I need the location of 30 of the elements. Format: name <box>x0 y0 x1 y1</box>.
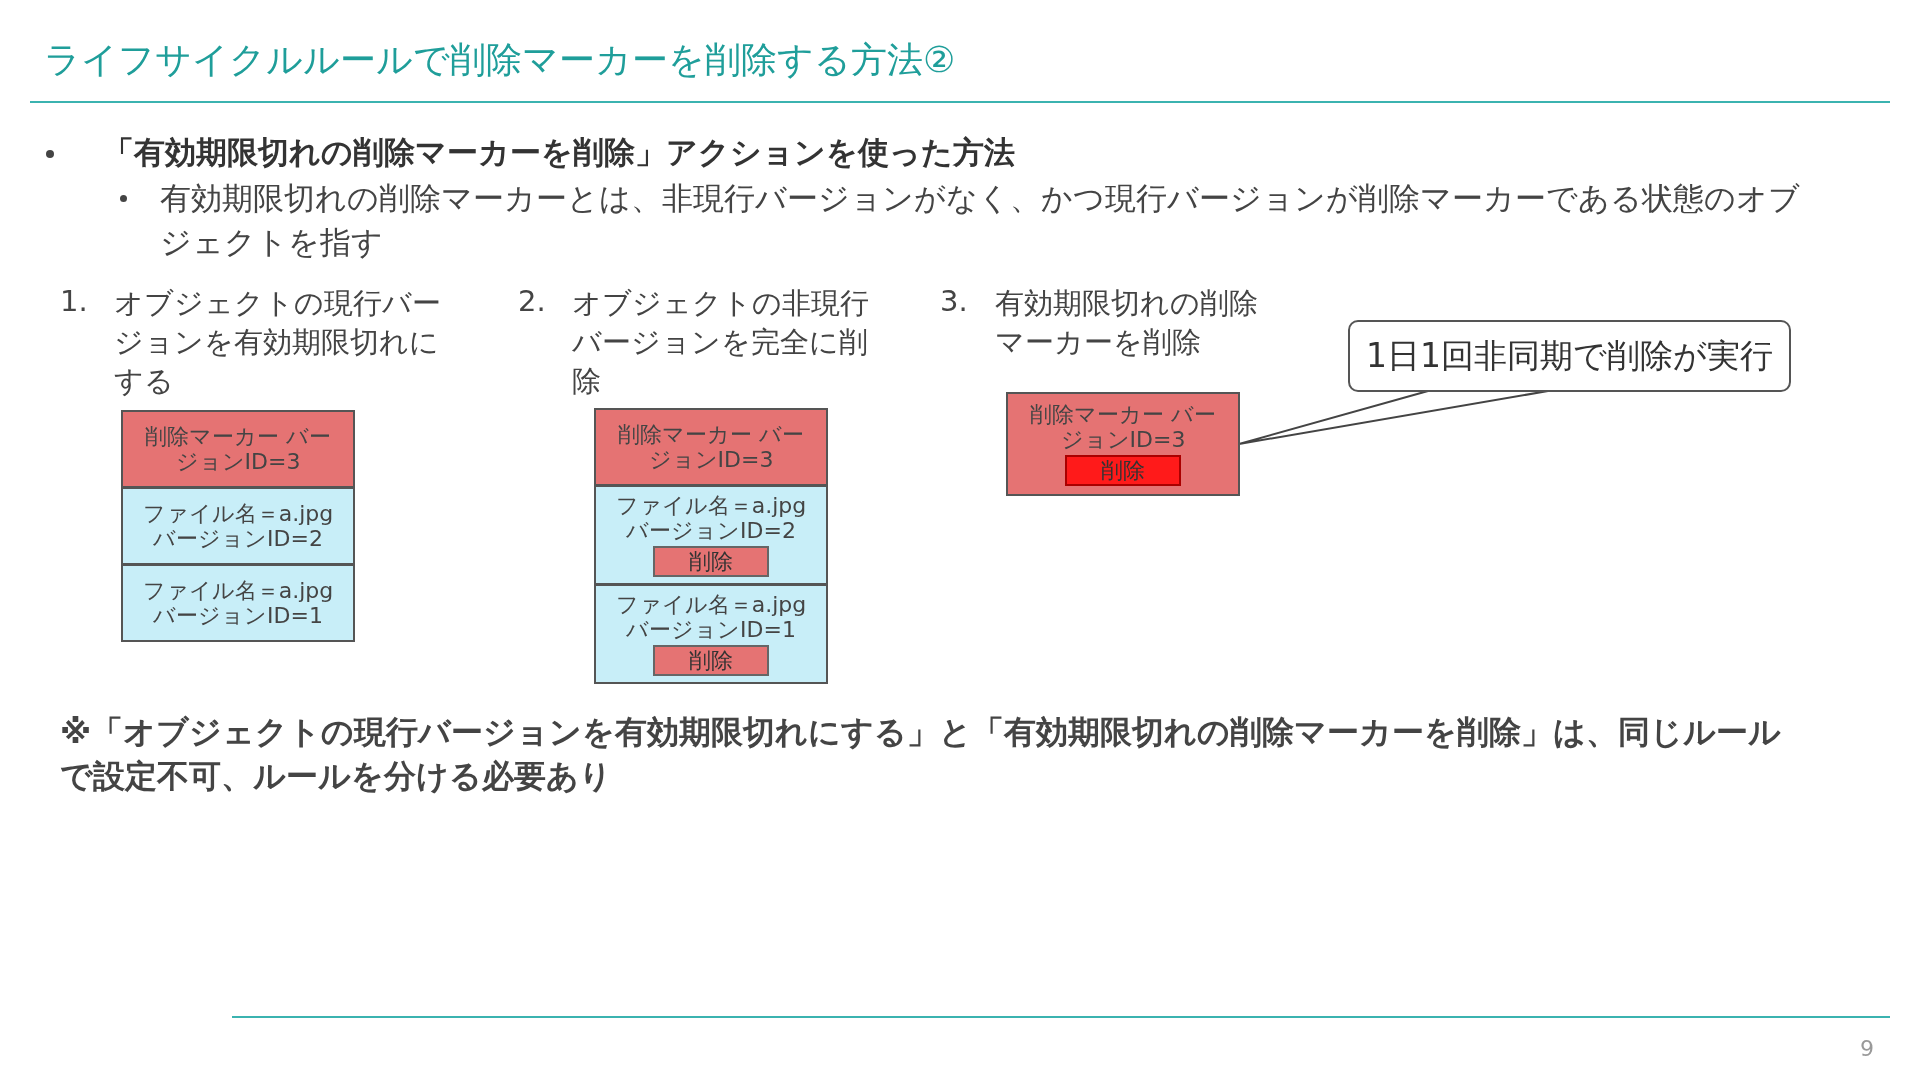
bullet-heading: 「有効期限切れの削除マーカーを削除」アクションを使った方法 <box>103 133 1015 172</box>
object-version-box <box>594 584 828 684</box>
delete-marker-box <box>1006 392 1240 496</box>
step-number: 2. <box>518 284 546 318</box>
delete-stamp: 削除 <box>653 645 769 677</box>
object-version-box <box>121 564 355 642</box>
delete-marker-box <box>121 410 355 488</box>
delete-marker-box <box>594 408 828 486</box>
step-number: 1. <box>60 284 88 318</box>
delete-stamp: 削除 <box>653 546 769 578</box>
note-text: ※「オブジェクトの現行バージョンを有効期限切れにする」と「有効期限切れの削除マーカーを削除」は、同じルールで設定不可、ルールを分ける必要あり <box>60 712 1783 797</box>
bullet-text: 有効期限切れの削除マーカーとは、非現行バージョンがなく、かつ現行バージョンが削除マーカーである状態のオブジェクトを指す <box>160 179 1800 262</box>
version-text: 削除マーカー バージョンID=3 <box>617 421 805 473</box>
version-text: 削除マーカー バージョンID=3 <box>1029 401 1217 453</box>
speech-bubble <box>1348 320 1791 392</box>
object-version-box <box>121 487 355 565</box>
version-text: ファイル名＝a.jpg バージョンID=1 <box>141 577 335 629</box>
step-number: 3. <box>940 284 968 318</box>
version-text: ファイル名＝a.jpg バージョンID=2 <box>614 492 808 544</box>
callout-text: 1日1回非同期で削除が実行 <box>1366 337 1773 375</box>
page-number: 9 <box>1860 1036 1874 1061</box>
slide-title: ライフサイクルルールで削除マーカーを削除する方法② <box>44 38 956 82</box>
step-text: 有効期限切れの削除マーカーを削除 <box>995 285 1259 361</box>
delete-stamp: 削除 <box>1065 455 1181 487</box>
step-text: オブジェクトの現行バージョンを有効期限切れにする <box>114 285 442 400</box>
version-text: ファイル名＝a.jpg バージョンID=1 <box>614 591 808 643</box>
object-version-box <box>594 485 828 585</box>
version-text: 削除マーカー バージョンID=3 <box>144 423 332 475</box>
version-text: ファイル名＝a.jpg バージョンID=2 <box>141 500 335 552</box>
step-text: オブジェクトの非現行バージョンを完全に削除 <box>572 285 870 400</box>
